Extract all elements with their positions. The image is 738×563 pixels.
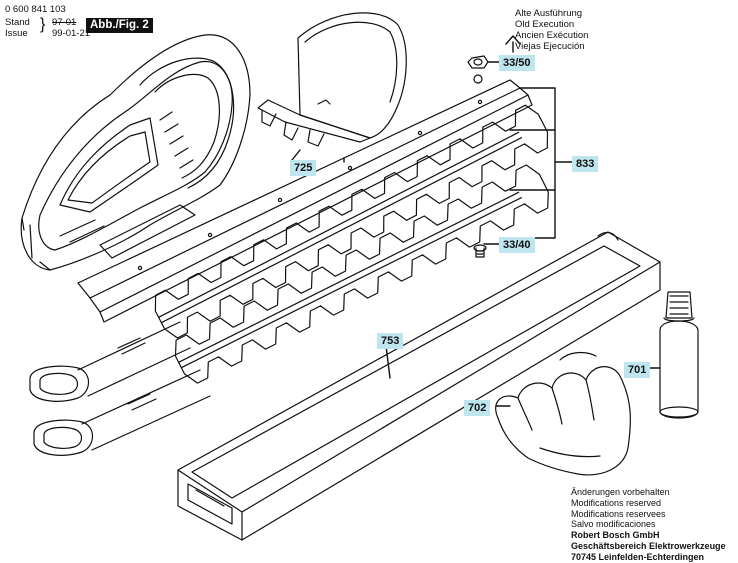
legend-line: Alte Ausführung [515,8,583,19]
footer-line: Modifications reserved [571,497,662,508]
part-label-725: 725 [290,160,317,176]
fastener-3350-drawing [467,55,489,69]
company-name: Robert Bosch GmbH [571,530,660,541]
division-name: Geschäftsbereich Elektrowerkzeuge [571,540,726,551]
doc-number: 0 600 841 103 [5,4,66,15]
leader-lines [291,35,661,407]
motor-housing-drawing [20,34,251,271]
footer-line: Änderungen vorbehalten [571,487,670,497]
scabbard-753-drawing [177,231,661,541]
blade-outline [154,104,549,339]
footer: Änderungen vorbehalten Modifications res… [571,487,726,563]
legend-line: Viejas Ejecución [515,41,585,52]
stand-label: Stand [5,17,30,28]
glove-702-drawing [495,351,631,476]
oil-bottle-701-drawing [659,291,699,419]
part-label-702: 702 [464,400,491,416]
part-label-701: 701 [624,362,651,378]
issue-label: Issue [5,28,28,39]
figure-badge: Abb./Fig. 2 [86,18,153,33]
guard-725-drawing [257,12,407,147]
brace-icon: } [40,16,46,33]
blade-lower-drawing [174,164,549,384]
blade-upper-drawing [154,104,549,339]
part-label-3350: 33/50 [499,55,535,71]
blade-outline [174,164,549,384]
cutter-rail-drawing [77,74,533,323]
crossed-date: 97-01 [52,17,77,28]
company-address: 70745 Leinfelden-Echterdingen [571,551,705,562]
legend-line: Ancien Exécution [515,30,589,41]
part-label-833: 833 [572,156,599,172]
part-label-753: 753 [377,333,404,349]
part-label-3340: 33/40 [499,237,535,253]
fastener-3340-drawing [473,244,487,258]
issue-date: 99-01-21 [52,28,91,39]
legend-line: Old Execution [515,19,575,30]
blade-handles-drawing [29,321,211,456]
footer-line: Salvo modificaciones [571,519,656,530]
footer-line: Modifications reservees [571,508,666,519]
blade-slot [158,131,522,324]
blade-slot [178,191,522,369]
legend: Alte Ausführung Old Execution Ancien Exé… [515,8,588,52]
